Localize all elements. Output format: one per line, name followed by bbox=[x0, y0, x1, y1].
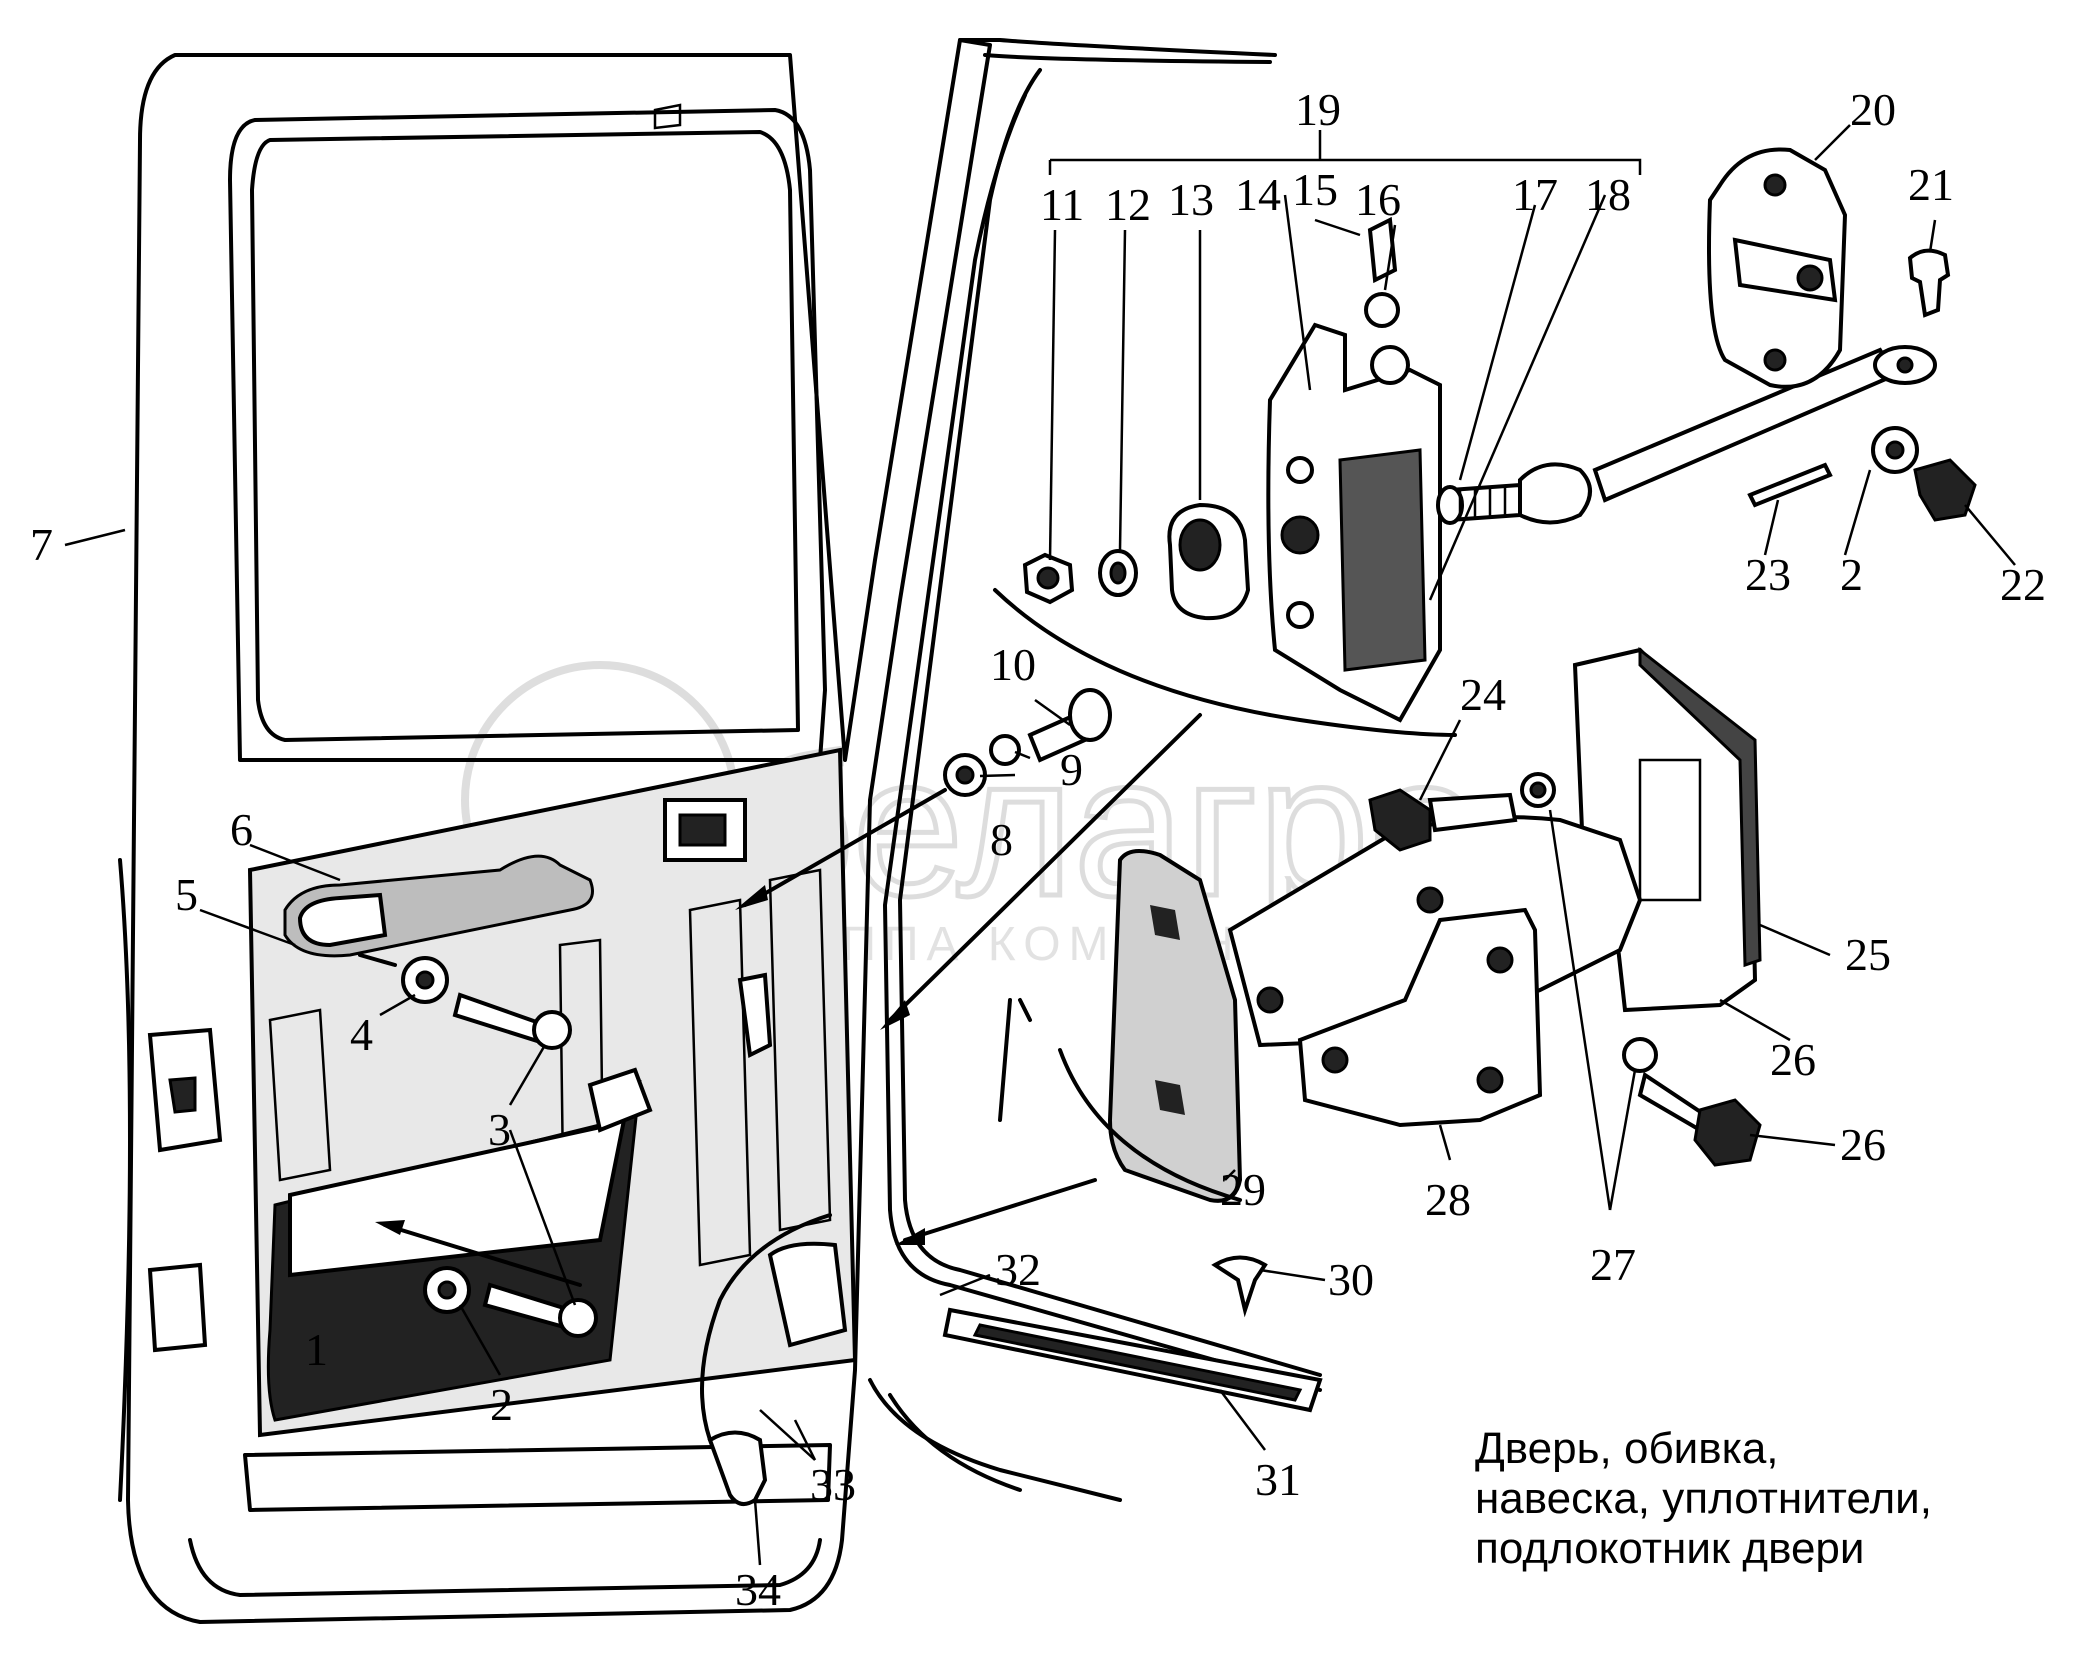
callout-26b: 26 bbox=[1840, 1119, 1886, 1170]
screws-3 bbox=[452, 992, 598, 1338]
callout-13: 13 bbox=[1168, 174, 1214, 225]
callout-labels: 7 6 5 4 3 1 2 34 33 32 31 30 29 28 27 26… bbox=[30, 84, 2046, 1615]
washers-left bbox=[401, 956, 471, 1314]
caption-line-3: подлокотник двери bbox=[1475, 1524, 1865, 1573]
callout-11: 11 bbox=[1040, 179, 1084, 230]
callout-5: 5 bbox=[175, 869, 198, 920]
callout-3: 3 bbox=[488, 1104, 511, 1155]
callout-29: 29 bbox=[1220, 1164, 1266, 1215]
bolts-26 bbox=[1368, 772, 1762, 1167]
callout-2a: 2 bbox=[490, 1379, 513, 1430]
callout-17: 17 bbox=[1512, 169, 1558, 220]
callout-16: 16 bbox=[1355, 174, 1401, 225]
callout-33: 33 bbox=[810, 1459, 856, 1510]
inner-handle bbox=[663, 798, 773, 1059]
door-latch bbox=[147, 1027, 223, 1353]
callout-1: 1 bbox=[305, 1324, 328, 1375]
callout-12: 12 bbox=[1105, 179, 1151, 230]
diagram-caption: Дверь, обивка, навеска, уплотнители, под… bbox=[1475, 1424, 1932, 1574]
door-frame bbox=[118, 38, 992, 1624]
callout-8: 8 bbox=[990, 814, 1013, 865]
group-arcs bbox=[993, 588, 1457, 1202]
callout-19: 19 bbox=[1295, 84, 1341, 135]
callout-22: 22 bbox=[2000, 559, 2046, 610]
callout-9: 9 bbox=[1060, 744, 1083, 795]
bolt-10-washers bbox=[943, 688, 1112, 797]
callout-4: 4 bbox=[350, 1009, 373, 1060]
leader-arrows bbox=[358, 713, 1202, 1287]
callout-34: 34 bbox=[735, 1564, 781, 1615]
armrest-handle bbox=[283, 854, 594, 958]
caption-line-1: Дверь, обивка, bbox=[1475, 1424, 1779, 1473]
callout-21: 21 bbox=[1908, 159, 1954, 210]
callout-14: 14 bbox=[1235, 169, 1281, 220]
callout-20: 20 bbox=[1850, 84, 1896, 135]
callout-23: 23 bbox=[1745, 549, 1791, 600]
hinge-bracket bbox=[1707, 147, 1951, 389]
callout-28: 28 bbox=[1425, 1174, 1471, 1225]
callout-25: 26 bbox=[1770, 1034, 1816, 1085]
callout-32: 32 bbox=[995, 1244, 1041, 1295]
callout-6: 6 bbox=[230, 804, 253, 855]
callout-27: 27 bbox=[1590, 1239, 1636, 1290]
bolt-22 bbox=[1747, 426, 1977, 522]
callout-10: 10 bbox=[990, 639, 1036, 690]
lock-assembly bbox=[1022, 216, 1937, 723]
callout-24: 25 bbox=[1845, 929, 1891, 980]
small-fasteners bbox=[700, 1213, 1268, 1506]
callout-7: 7 bbox=[30, 519, 53, 570]
sill-plate bbox=[942, 1307, 1323, 1413]
hinge-plates bbox=[1227, 815, 1643, 1128]
door-pocket bbox=[266, 1067, 653, 1422]
callout-26a: 24 bbox=[1460, 669, 1506, 720]
callout-15: 15 bbox=[1292, 164, 1338, 215]
callout-30: 30 bbox=[1328, 1254, 1374, 1305]
leader-lines bbox=[64, 124, 2016, 1566]
callout-2b: 2 bbox=[1840, 549, 1863, 600]
door-seal bbox=[868, 38, 1322, 1502]
callout-18: 18 bbox=[1585, 169, 1631, 220]
caption-line-2: навеска, уплотнители, bbox=[1475, 1474, 1932, 1523]
callout-31: 31 bbox=[1255, 1454, 1301, 1505]
